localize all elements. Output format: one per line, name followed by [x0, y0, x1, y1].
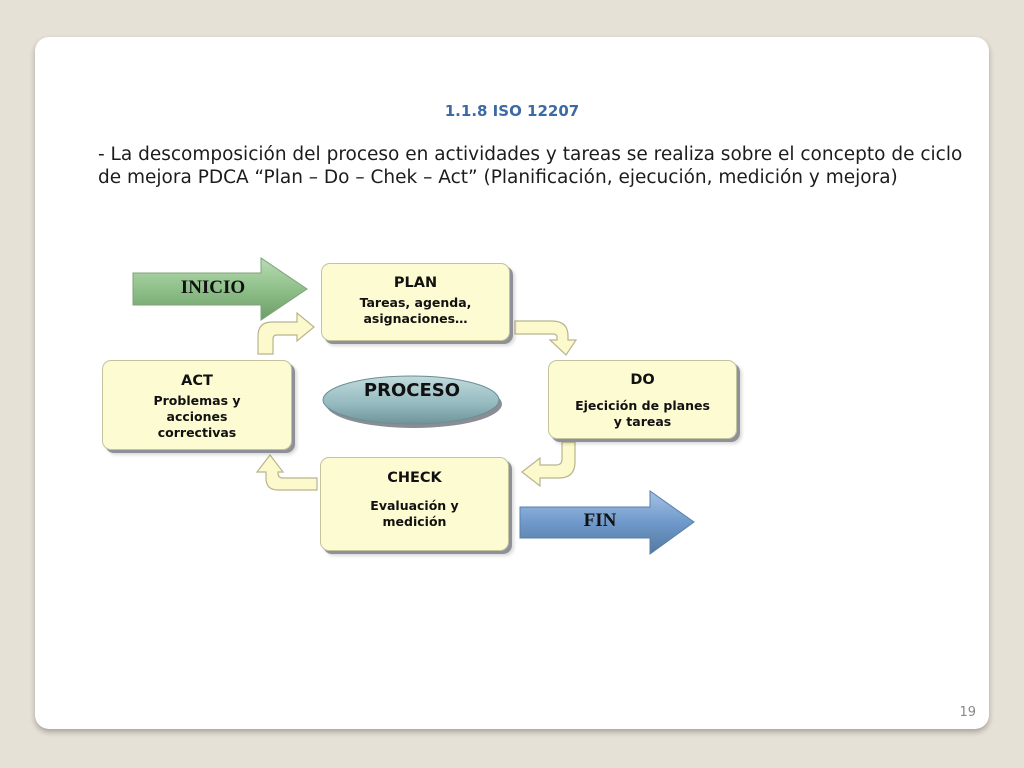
act-box: ACT Problemas y acciones correctivas: [102, 360, 292, 450]
connector-do-to-check: [521, 441, 576, 488]
fin-arrow-shape: [519, 490, 695, 555]
plan-title: PLAN: [393, 275, 438, 291]
do-box: DO Ejecición de planes y tareas: [548, 360, 737, 439]
proceso-label: PROCESO: [363, 380, 461, 401]
do-desc-line-2: y tareas: [613, 414, 672, 429]
do-desc-line-1: Ejecición de planes: [575, 398, 710, 413]
act-desc-line-2: acciones: [166, 409, 228, 424]
check-desc-line-2: medición: [382, 514, 447, 529]
act-title: ACT: [181, 373, 213, 389]
inicio-label: INICIO: [180, 277, 246, 298]
do-description: Ejecición de planes y tareas: [549, 398, 736, 430]
connector-plan-to-do: [514, 320, 578, 356]
slide-title: 1.1.8 ISO 12207: [444, 102, 580, 120]
page-number: 19: [959, 705, 976, 720]
inicio-arrow-shape: [132, 257, 308, 321]
check-box: CHECK Evaluación y medición: [320, 457, 509, 551]
check-desc-line-1: Evaluación y: [370, 498, 459, 513]
proceso-oval-shape: [322, 375, 500, 425]
connector-check-to-act: [255, 454, 318, 491]
act-description: Problemas y acciones correctivas: [103, 393, 291, 441]
slide-body-text: - La descomposición del proceso en activ…: [98, 144, 963, 188]
act-desc-line-3: correctivas: [157, 425, 237, 440]
connector-act-to-plan: [257, 311, 315, 355]
plan-description: Tareas, agenda, asignaciones…: [322, 295, 509, 327]
check-title: CHECK: [387, 470, 442, 486]
fin-label: FIN: [583, 510, 617, 531]
plan-desc-line-2: asignaciones…: [363, 311, 468, 326]
act-desc-line-1: Problemas y: [153, 393, 241, 408]
check-description: Evaluación y medición: [321, 498, 508, 530]
do-title: DO: [630, 372, 655, 388]
plan-desc-line-1: Tareas, agenda,: [359, 295, 472, 310]
plan-box: PLAN Tareas, agenda, asignaciones…: [321, 263, 510, 341]
